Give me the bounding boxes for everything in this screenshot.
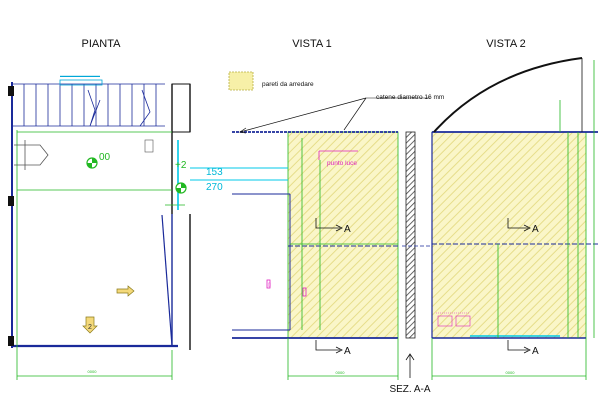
view2-title: VISTA 2 [486,38,526,50]
svg-text:▬▬▬▬▬▬▬▬▬▬: ▬▬▬▬▬▬▬▬▬▬ [60,73,100,78]
elevation-270-label: 270 [206,182,223,193]
section-a-a-drawing [402,131,432,378]
section-marker-a-lower-v1: A [344,346,351,357]
plan-drawing: ▬▬▬▬▬▬▬▬▬▬ 0000 ▯ [8,73,271,380]
svg-text:0000: 0000 [88,369,98,374]
section-marker-a-lower-v2: A [532,346,539,357]
view2-drawing: 0000 [431,57,598,380]
section-marker-a-upper-v2: A [532,224,539,235]
plan-title: PIANTA [82,38,122,50]
view1-drawing: 0000 [232,97,430,380]
svg-text:0000: 0000 [506,370,516,375]
section-marker-a-upper-v1: A [344,224,351,235]
elevation-153-label: 153 [206,167,223,178]
legend-swatch [228,71,254,91]
section-label: SEZ. A-A [389,384,430,395]
level-zero-label: 00 [99,152,111,163]
chain-annotation: catene diametro 16 mm [376,94,444,101]
light-point-label: punto luce [327,160,357,167]
svg-text:▯: ▯ [268,282,271,288]
svg-text:0000: 0000 [336,370,346,375]
legend-label: pareti da arredare [262,81,314,88]
view1-title: VISTA 1 [292,38,332,50]
stair-number-label: 2 [88,324,92,331]
level-plus-label: +2 [175,160,187,171]
